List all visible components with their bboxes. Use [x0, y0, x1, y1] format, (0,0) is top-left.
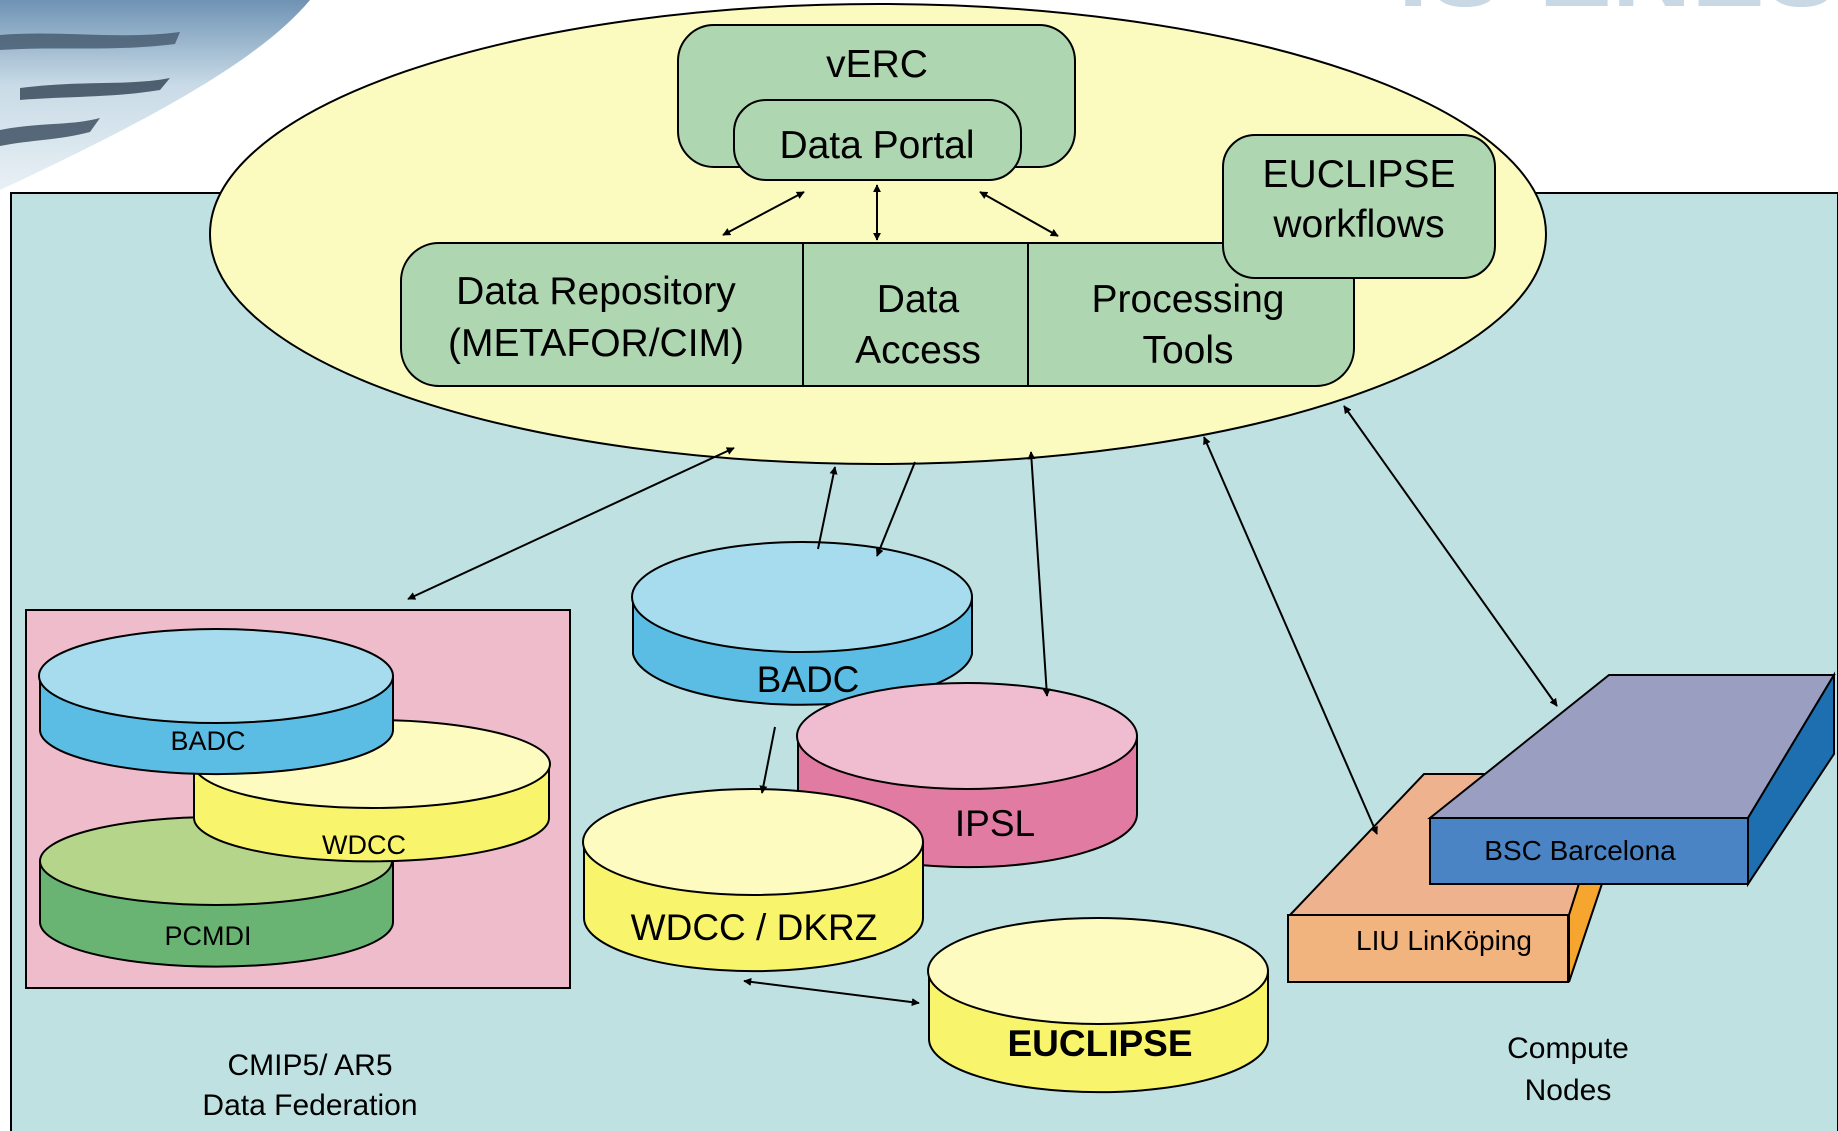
services-bar — [400, 242, 1355, 387]
data-access-sublabel: Access — [855, 329, 981, 372]
arrow-bsc — [1343, 405, 1558, 707]
processing-tools-sublabel: Tools — [1142, 329, 1233, 372]
wdcc-dkrz-cylinder — [582, 788, 924, 973]
arrow-portal-processing — [979, 191, 1059, 237]
verc-label: vERC — [826, 43, 928, 86]
federation-caption-line2: Data Federation — [202, 1089, 417, 1122]
bsc-compute-node — [1427, 671, 1836, 888]
ipsl-label: IPSL — [955, 803, 1035, 844]
euclipse-workflows-label: EUCLIPSE — [1263, 153, 1456, 196]
compute-caption: Compute — [1507, 1032, 1629, 1065]
arrow-badc-up — [817, 466, 838, 550]
federation-badc-label: BADC — [170, 726, 245, 756]
federation-caption: CMIP5/ AR5 — [227, 1049, 392, 1082]
euclipse-workflows-box — [1222, 134, 1496, 279]
data-portal-box — [733, 99, 1022, 181]
connection-arrows — [407, 405, 1558, 1007]
arrow-badc-down — [875, 461, 916, 557]
pcmdi-label: PCMDI — [165, 921, 252, 951]
data-access-label: Data — [877, 278, 960, 321]
euclipse-workflows-sublabel: workflows — [1272, 203, 1444, 246]
arrow-portal-repository — [722, 191, 805, 236]
badc-label: BADC — [757, 659, 860, 700]
compute-caption-line2: Nodes — [1525, 1074, 1612, 1107]
arrow-badc-wdcc — [759, 726, 776, 794]
processing-tools-label: Processing — [1092, 278, 1285, 321]
arrow-federation — [407, 447, 735, 600]
data-repository-sublabel: (METAFOR/CIM) — [448, 322, 744, 365]
federation-wdcc-label: WDCC — [322, 830, 406, 860]
liu-label: LIU LinKöping — [1356, 925, 1532, 956]
arrow-ipsl — [1027, 451, 1051, 697]
federation-badc-cylinder — [38, 628, 394, 776]
data-portal-label: Data Portal — [779, 124, 974, 167]
euclipse-cylinder — [927, 917, 1269, 1094]
euclipse-label: EUCLIPSE — [1007, 1023, 1192, 1064]
arrow-wdcc-euclipse — [743, 977, 920, 1007]
heading-fragment: IS-ENES — [1398, 0, 1838, 30]
bsc-label: BSC Barcelona — [1484, 835, 1676, 866]
portal-arrows — [722, 184, 1059, 241]
arrow-liu — [1203, 436, 1378, 835]
wdcc-dkrz-label: WDCC / DKRZ — [631, 907, 878, 948]
sea-photo — [0, 0, 310, 190]
data-repository-label: Data Repository — [456, 270, 736, 313]
